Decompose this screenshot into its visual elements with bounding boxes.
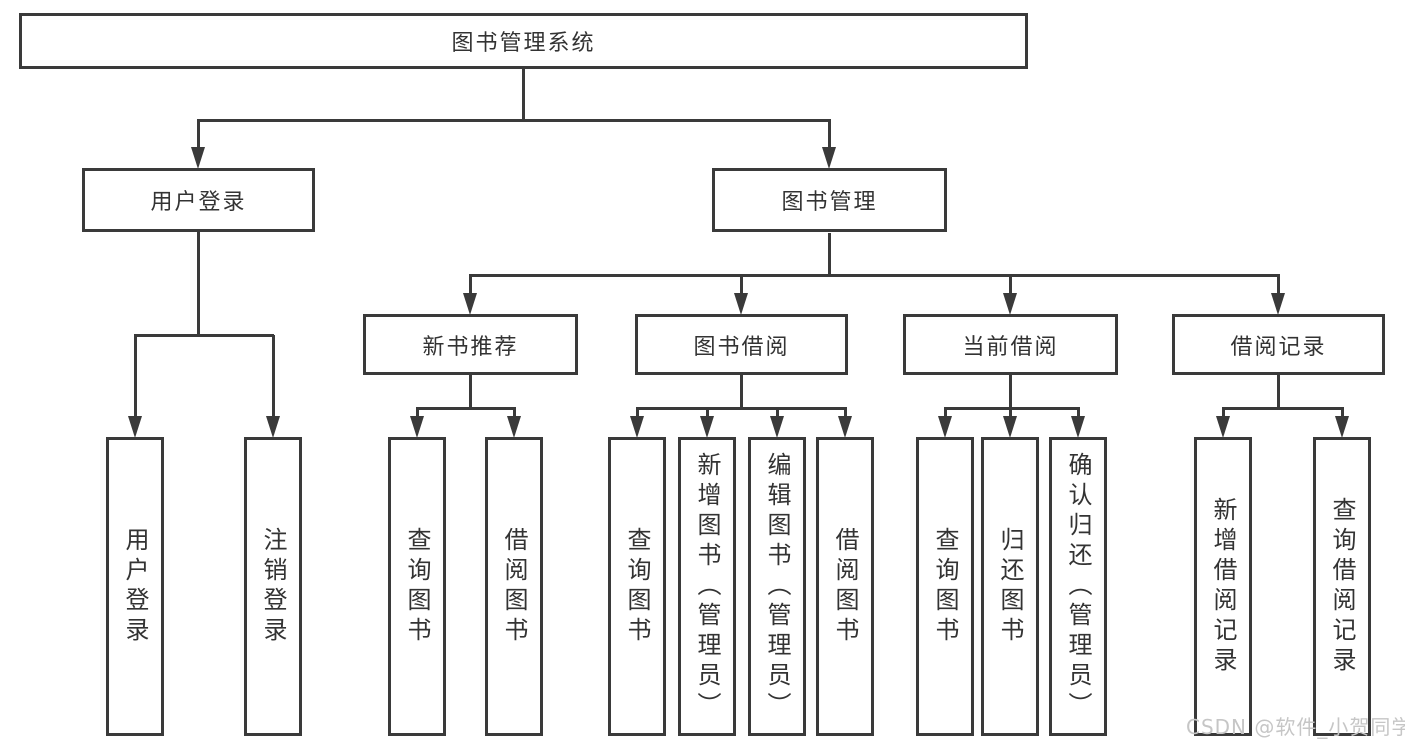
node-book-borrowing: 图书借阅 — [635, 314, 848, 375]
connector-vline — [943, 408, 947, 417]
arrowhead-icon — [822, 147, 836, 169]
connector-hline — [636, 406, 847, 410]
leaf-query-books-recommend: 查询图书 — [388, 437, 446, 736]
arrowhead-icon — [266, 416, 280, 438]
leaf-query-books-borrow: 查询图书 — [608, 437, 666, 736]
csdn-watermark: CSDN @软件_小贺同学 — [1186, 715, 1405, 739]
leaf-add-borrow-record: 新增借阅记录 — [1194, 437, 1252, 736]
connector-vline — [739, 375, 743, 409]
connector-vline — [521, 69, 525, 121]
connector-vline — [827, 233, 831, 276]
arrowhead-icon — [1003, 293, 1017, 315]
node-borrowing-records: 借阅记录 — [1172, 314, 1385, 375]
arrowhead-icon — [1071, 416, 1085, 438]
connector-hline — [416, 406, 516, 410]
node-new-book-recommend: 新书推荐 — [363, 314, 578, 375]
arrowhead-icon — [938, 416, 952, 438]
connector-vline — [468, 375, 472, 409]
arrowhead-icon — [128, 416, 142, 438]
connector-vline — [775, 408, 779, 417]
connector-vline — [1008, 275, 1012, 294]
connector-vline — [843, 408, 847, 417]
leaf-query-books-current: 查询图书 — [916, 437, 974, 736]
arrowhead-icon — [734, 293, 748, 315]
node-user-login: 用户登录 — [82, 168, 315, 232]
leaf-query-borrow-record: 查询借阅记录 — [1313, 437, 1371, 736]
arrowhead-icon — [1271, 293, 1285, 315]
connector-vline — [196, 232, 200, 336]
connector-vline — [739, 275, 743, 294]
connector-vline — [1076, 408, 1080, 417]
connector-vline — [1008, 408, 1012, 417]
connector-vline — [133, 335, 137, 417]
connector-vline — [1276, 375, 1280, 409]
arrowhead-icon — [410, 416, 424, 438]
connector-vline — [512, 408, 516, 417]
leaf-borrow-books: 借阅图书 — [816, 437, 874, 736]
arrowhead-icon — [630, 416, 644, 438]
connector-vline — [468, 275, 472, 294]
arrowhead-icon — [700, 416, 714, 438]
connector-vline — [1221, 408, 1225, 417]
arrowhead-icon — [1003, 416, 1017, 438]
arrowhead-icon — [507, 416, 521, 438]
leaf-borrow-books-recommend: 借阅图书 — [485, 437, 543, 736]
leaf-add-books-admin: 新增图书（管理员） — [678, 437, 736, 736]
connector-hline — [197, 118, 831, 122]
node-root: 图书管理系统 — [19, 13, 1028, 69]
connector-hline — [944, 406, 1080, 410]
leaf-return-books: 归还图书 — [981, 437, 1039, 736]
arrowhead-icon — [1216, 416, 1230, 438]
connector-vline — [635, 408, 639, 417]
leaf-confirm-return-admin: 确认归还（管理员） — [1049, 437, 1107, 736]
connector-vline — [1276, 275, 1280, 294]
leaf-edit-books-admin: 编辑图书（管理员） — [748, 437, 806, 736]
connector-vline — [827, 120, 831, 148]
arrowhead-icon — [463, 293, 477, 315]
connector-vline — [415, 408, 419, 417]
connector-vline — [196, 120, 200, 148]
connector-vline — [705, 408, 709, 417]
node-current-borrowing: 当前借阅 — [903, 314, 1118, 375]
connector-hline — [469, 273, 1280, 277]
connector-vline — [1340, 408, 1344, 417]
connector-vline — [271, 335, 275, 417]
connector-hline — [134, 333, 274, 337]
connector-hline — [1222, 406, 1344, 410]
arrowhead-icon — [1335, 416, 1349, 438]
connector-vline — [1008, 375, 1012, 409]
node-book-management: 图书管理 — [712, 168, 947, 232]
arrowhead-icon — [191, 147, 205, 169]
leaf-user-login: 用户登录 — [106, 437, 164, 736]
leaf-logout: 注销登录 — [244, 437, 302, 736]
arrowhead-icon — [770, 416, 784, 438]
arrowhead-icon — [838, 416, 852, 438]
